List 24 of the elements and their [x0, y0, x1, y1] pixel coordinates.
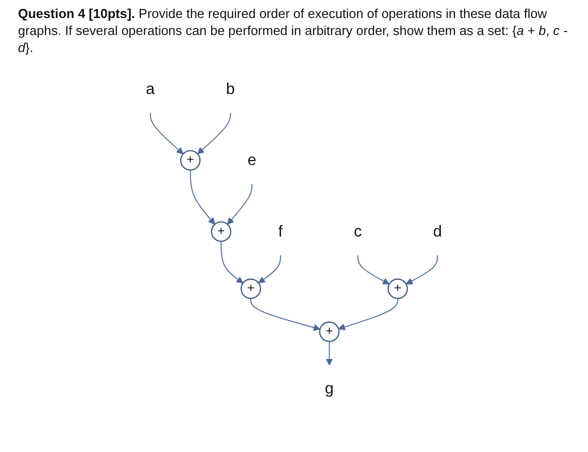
node-text: d: [433, 222, 442, 240]
arrow: [190, 169, 216, 224]
node-circle: +: [180, 150, 201, 170]
node-circle: +: [388, 278, 408, 299]
arrow: [358, 254, 390, 284]
node-circle: +: [210, 221, 232, 242]
question-text: Question 4 [10pts]. Provide the required order of execution of operations in these data flow graphs. If several operations can be performed in arbitrary order, show them as a set: {a + b, c - d}.: [18, 6, 569, 57]
arrow: [220, 240, 244, 284]
arrow: [326, 340, 333, 366]
node-circle: +: [319, 321, 340, 342]
node-text: a: [146, 80, 155, 98]
arrow: [150, 112, 184, 154]
arrow: [227, 183, 252, 224]
arrow: [258, 254, 282, 284]
node-text: g: [325, 380, 334, 398]
arrow: [250, 298, 320, 331]
node-text: b: [226, 80, 235, 98]
arrow: [406, 254, 438, 284]
arrow: [338, 298, 398, 330]
arrow: [197, 112, 231, 154]
node-text: c: [354, 222, 362, 240]
node-circle: +: [240, 278, 262, 299]
node-text: f: [278, 222, 283, 240]
node-text: e: [248, 151, 256, 169]
